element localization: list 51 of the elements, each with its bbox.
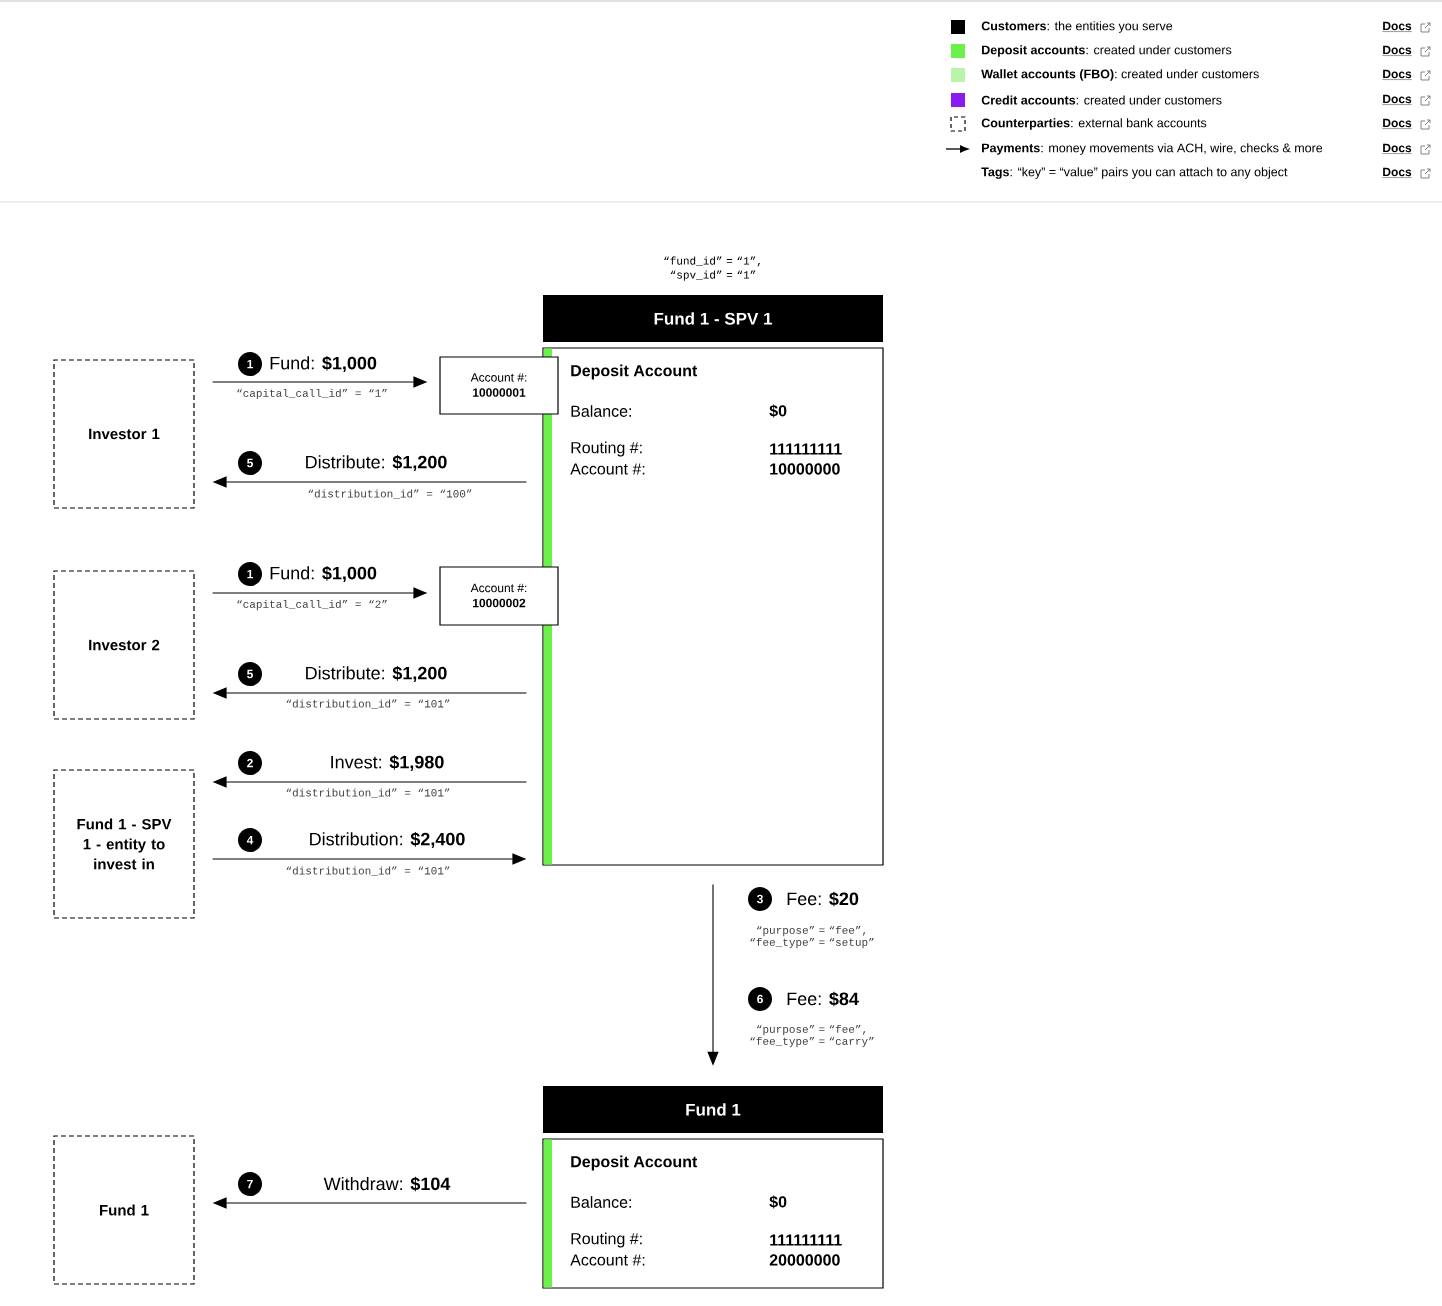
docs-link: Docs bbox=[1382, 94, 1412, 105]
legend-text: Payments: money movements via ACH, wire, checks & more bbox=[982, 143, 1323, 155]
number-badge: 2 bbox=[238, 751, 262, 775]
docs-link: Docs bbox=[1382, 45, 1412, 56]
edge-label: Withdraw: $104 bbox=[322, 1175, 452, 1193]
tag-text: “distribution_id” = “101” bbox=[286, 699, 450, 709]
docs-link: Docs bbox=[1382, 69, 1412, 80]
docs-link: Docs bbox=[1382, 118, 1412, 129]
number-badge: 1 bbox=[238, 562, 262, 586]
docs-link: Docs bbox=[1382, 21, 1412, 32]
edge-label: Invest: $1,980 bbox=[328, 753, 446, 773]
tag-text: “capital_call_id” = “1” bbox=[237, 388, 387, 400]
docs-link: Docs bbox=[1382, 143, 1412, 154]
account-number-box: Account #: 10000001 bbox=[439, 356, 559, 415]
number-badge: 1 bbox=[238, 352, 262, 376]
number-badge: 7 bbox=[238, 1172, 262, 1196]
edge-label: Distribution: $2,400 bbox=[307, 830, 467, 850]
customer-header: Fund 1 bbox=[543, 1086, 883, 1133]
legend-text: Wallet accounts (FBO): created under customers bbox=[981, 69, 1259, 81]
legend-text: Counterparties: external bank accounts bbox=[981, 118, 1207, 130]
counterparty-box: Fund 1 bbox=[53, 1135, 195, 1285]
tag-text: “purpose” = “fee”, “fee_type” = “setup” bbox=[750, 925, 874, 949]
edge-label: Distribute: $1,200 bbox=[303, 453, 449, 473]
fee-label: Fee: $84 bbox=[787, 991, 859, 1007]
number-badge: 3 bbox=[748, 887, 772, 911]
edge-label: Fee: $20 bbox=[785, 890, 860, 908]
account-number-box: Account #: 10000002 bbox=[439, 566, 559, 626]
number-badge: 4 bbox=[238, 828, 262, 852]
legend-text: Tags: “key” = “value” pairs you can attach to any object bbox=[981, 167, 1288, 179]
legend-text: Deposit accounts: created under customers bbox=[982, 45, 1232, 57]
number-badge: 6 bbox=[748, 987, 772, 1011]
counterparty-box: Fund 1 - SPV 1 - entity to invest in bbox=[53, 769, 195, 919]
legend-text: Credit accounts: created under customers bbox=[981, 95, 1222, 105]
edge-label: Fund: $1,000 bbox=[268, 564, 378, 584]
deposit-account-box: Deposit Account Balance: $0 Routing #: 111111111 Account #: 10000000 bbox=[542, 347, 884, 866]
number-badge: 5 bbox=[238, 451, 262, 475]
tag-text: “distribution_id” = “101” bbox=[286, 866, 450, 876]
number-badge: 5 bbox=[238, 662, 262, 686]
customer-header: Fund 1 - SPV 1 bbox=[543, 295, 883, 342]
edge-label: Fund: $1,000 bbox=[268, 354, 378, 374]
tag-text: “distribution_id” = “101” bbox=[286, 788, 450, 798]
docs-link: Docs bbox=[1382, 167, 1412, 178]
tag-text: “capital_call_id” = “2” bbox=[237, 599, 387, 611]
tag-text: “fund_id” = “1”, “spv_id” = “1” bbox=[664, 256, 760, 281]
deposit-account-box: Deposit Account Balance: $0 Routing #: 111111111 Account #: 20000000 bbox=[542, 1138, 884, 1289]
tag-text: “distribution_id” = “100” bbox=[308, 489, 472, 499]
counterparty-box: Investor 1 bbox=[53, 359, 195, 509]
edge-label: Distribute: $1,200 bbox=[303, 664, 449, 684]
legend-text: Customers: the entities you serve bbox=[981, 21, 1173, 33]
tag-text: “purpose” = “fee”, “fee_type” = “carry” bbox=[750, 1024, 874, 1048]
counterparty-box: Investor 2 bbox=[53, 570, 195, 720]
